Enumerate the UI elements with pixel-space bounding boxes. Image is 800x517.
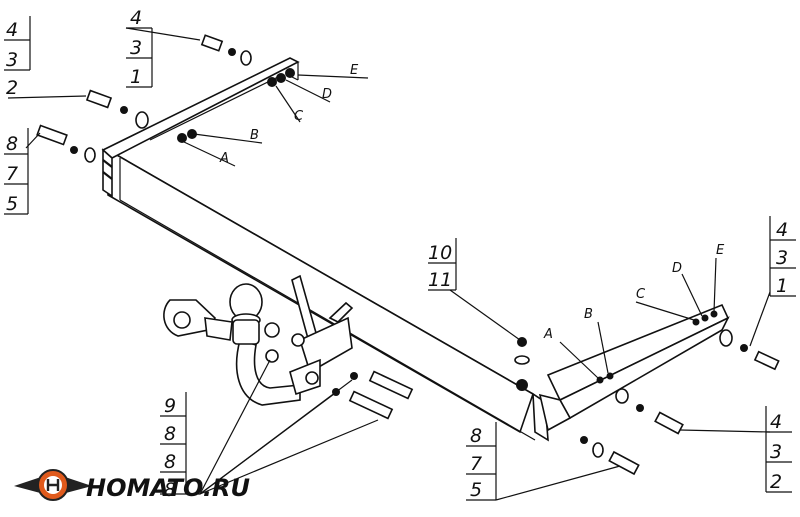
letter-callouts: E D C B A A B C D E	[219, 63, 725, 342]
bolt-group-top-left	[200, 34, 252, 66]
stack-right-low-3: 2	[770, 471, 782, 493]
stack-left-upper-3: 2	[6, 77, 18, 99]
stack-right-low: 4 3 2	[765, 406, 792, 493]
stack-right-low-1: 4	[770, 411, 782, 433]
stack-right-top-3: 1	[776, 275, 788, 297]
left-side-bracket	[101, 57, 300, 198]
stack-left-low-2: 7	[6, 163, 18, 185]
callout-B-right: B	[584, 307, 593, 322]
stack-top-left-3: 1	[130, 66, 142, 88]
bolt-group-right-low	[615, 388, 684, 435]
stack-right-top: 4 3 1	[769, 216, 796, 297]
callout-A-left: A	[219, 151, 229, 166]
right-side-bracket	[538, 303, 730, 432]
callout-A-right: A	[543, 327, 553, 342]
stack-bottom-left-3: 8	[164, 451, 176, 473]
bolt-group-right-top	[719, 329, 780, 371]
stack-top-left: 4 3 1	[126, 7, 153, 88]
stack-right-top-2: 3	[776, 247, 788, 269]
bolt-group-center	[514, 337, 530, 391]
stack-center: 10 11	[428, 238, 457, 291]
callout-C-top: C	[294, 109, 304, 124]
stack-left-upper-1: 4	[6, 19, 18, 41]
stack-center-2: 11	[428, 269, 452, 291]
stack-top-left-1: 4	[130, 7, 142, 29]
holes-A-B	[177, 129, 197, 143]
stack-bottom-mid-1: 8	[470, 425, 482, 447]
stack-bottom-left-1: 9	[164, 395, 176, 417]
stack-left-upper: 4 3 2	[4, 16, 31, 99]
bolt-group-bottom	[580, 436, 640, 476]
stack-bottom-mid-3: 5	[470, 479, 482, 501]
stack-bottom-left: 9 8 8 8	[160, 392, 200, 501]
stack-left-low: 8 7 5	[4, 128, 29, 215]
callout-B-left: B	[250, 128, 259, 143]
stack-center-1: 10	[428, 242, 452, 264]
stack-right-low-2: 3	[770, 441, 782, 463]
callout-C-right: C	[636, 287, 646, 302]
holes-C-D-E-top	[267, 68, 295, 87]
stack-bottom-mid: 8 7 5	[466, 422, 497, 501]
callout-E-right: E	[716, 243, 725, 258]
callout-E-top: E	[350, 63, 359, 78]
tow-ball-assembly	[163, 274, 354, 406]
stack-bottom-mid-2: 7	[470, 453, 482, 475]
brand-name: HOMATO.RU	[86, 474, 250, 502]
bolt-group-ball	[332, 370, 414, 420]
callout-D-right: D	[672, 261, 682, 276]
stack-top-left-2: 3	[130, 37, 142, 59]
callout-D-top: D	[322, 87, 332, 102]
fasteners	[36, 34, 780, 476]
brand-emblem-icon	[14, 469, 92, 501]
stack-left-low-1: 8	[6, 133, 18, 155]
brand-logo: HOMATO.RU	[14, 469, 250, 502]
stack-left-upper-2: 3	[6, 49, 18, 71]
stack-left-low-3: 5	[6, 193, 18, 215]
bolt-group-left-low	[36, 124, 96, 163]
bolt-group-left-mid	[85, 89, 149, 129]
leader-lines	[7, 27, 771, 501]
stack-right-top-1: 4	[776, 219, 788, 241]
holes-right	[596, 310, 718, 384]
stack-bottom-left-2: 8	[164, 423, 176, 445]
stack-bottom-left-4: 8	[164, 479, 176, 501]
